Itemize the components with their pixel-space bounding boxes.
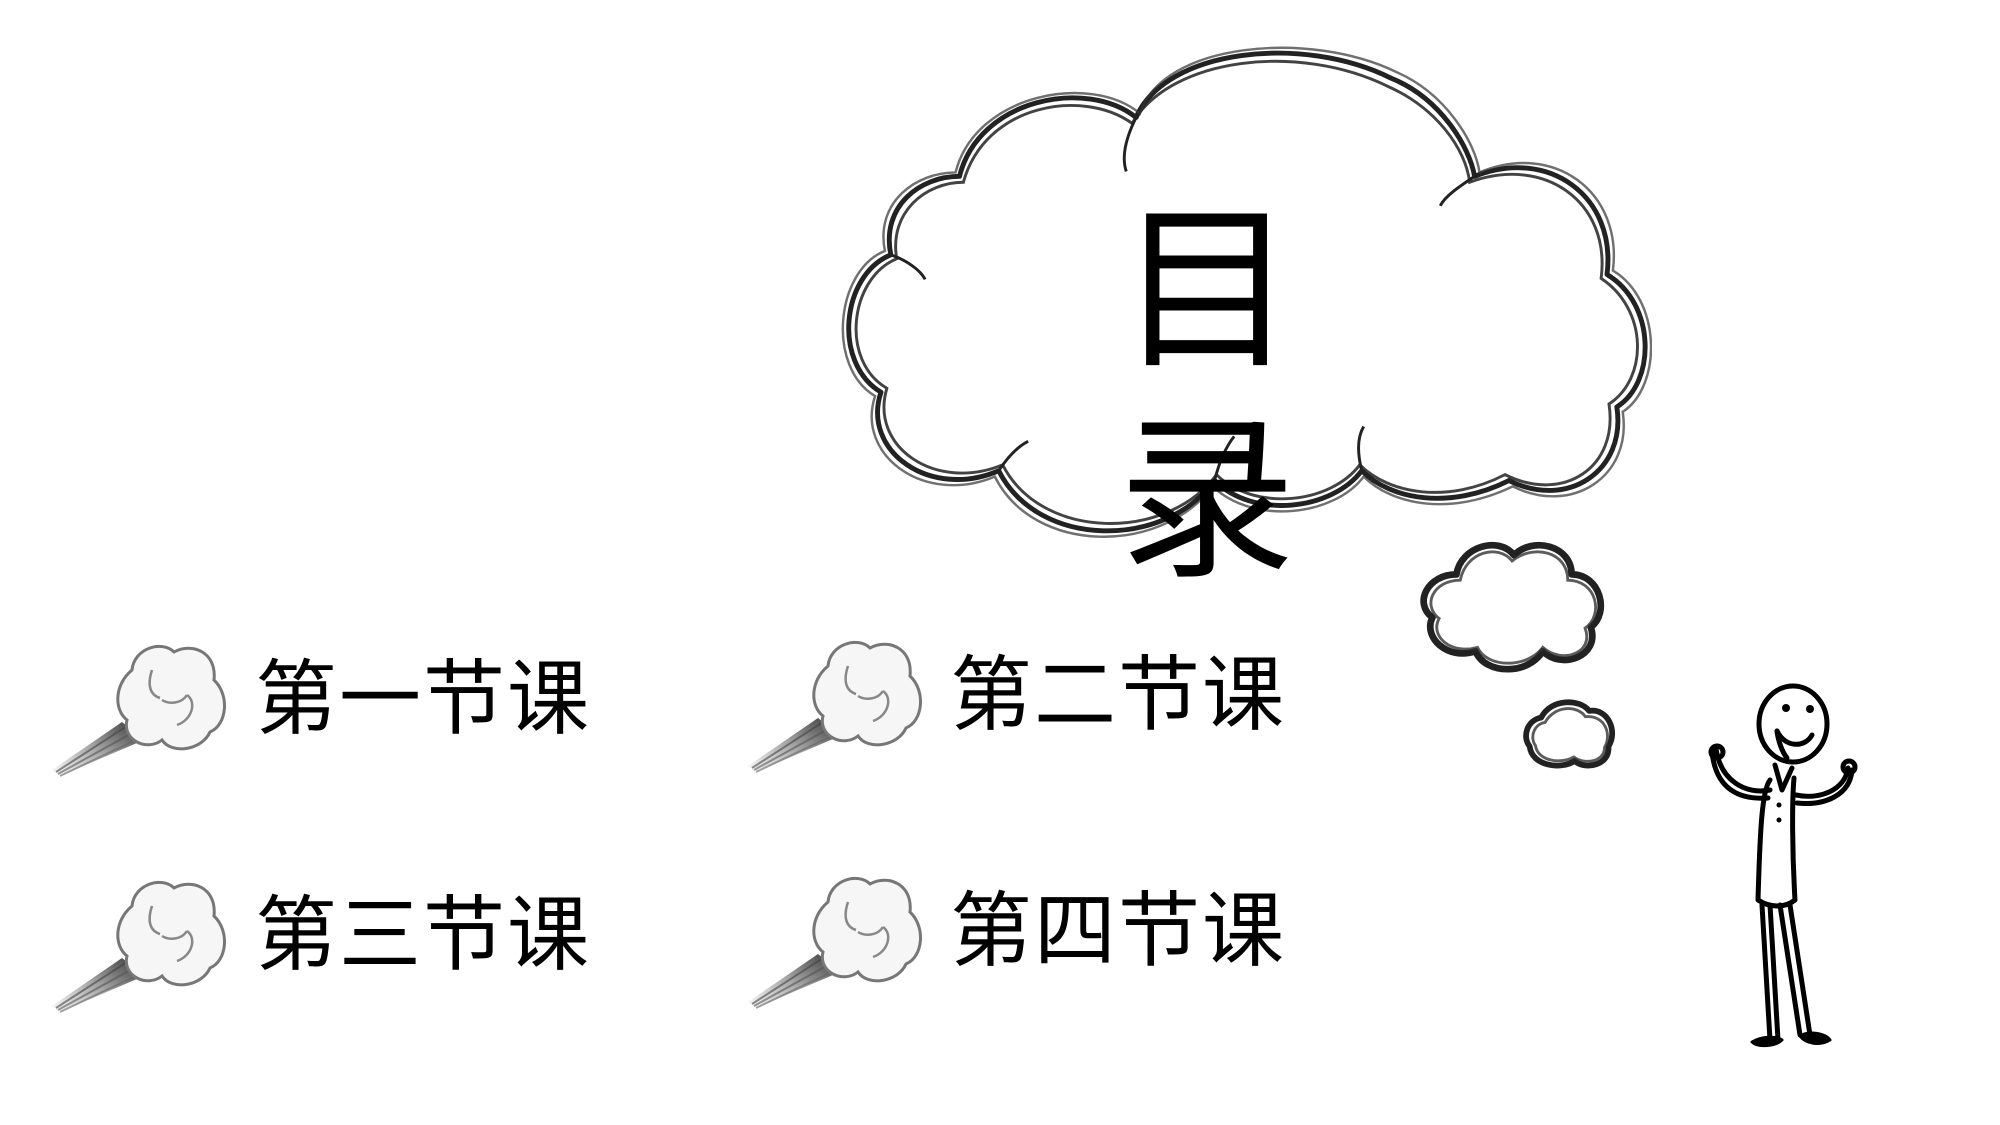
thought-bubble-small-icon [1424, 545, 1601, 669]
stick-figure-icon [1708, 683, 1858, 1048]
toc-item-label: 第二节课 [950, 648, 1287, 743]
puff-cloud-icon [52, 640, 227, 780]
puff-cloud-icon [52, 876, 227, 1016]
toc-item-label: 第一节课 [255, 652, 592, 747]
puff-cloud-icon [748, 872, 923, 1012]
puff-cloud-icon [748, 636, 923, 776]
thought-bubble-tiny-icon [1526, 702, 1612, 765]
toc-item-label: 第三节课 [255, 888, 592, 983]
page-title: 目录 [1118, 187, 1302, 604]
toc-item-label: 第四节课 [950, 884, 1287, 979]
